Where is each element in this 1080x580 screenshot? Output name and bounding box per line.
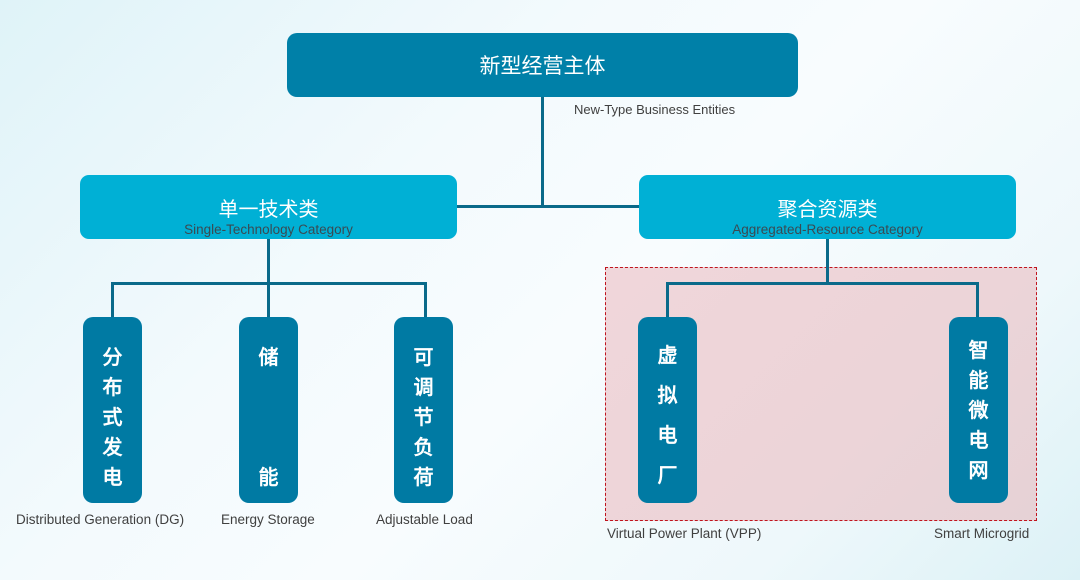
leaf-char: 能 (968, 368, 989, 392)
connector-load-down (424, 282, 427, 318)
leaf-char: 网 (968, 458, 989, 482)
connector-single-tech-down (267, 239, 270, 317)
leaf-virtual-power-plant: 虚 拟 电 厂 (638, 317, 697, 503)
leaf-char: 能 (258, 465, 279, 489)
leaf-char: 虚 (657, 343, 678, 367)
connector-vpp-down (666, 282, 669, 318)
leaf-char: 微 (968, 398, 989, 422)
leaf-char: 布 (102, 375, 123, 399)
category-title: 单一技术类 (218, 197, 319, 221)
category-title: 聚合资源类 (777, 197, 878, 221)
leaf-char: 厂 (657, 463, 678, 487)
leaf-char: 节 (413, 405, 434, 429)
leaf-char: 分 (102, 345, 123, 369)
leaf-energy-storage: 储 能 (239, 317, 298, 503)
leaf-label: Distributed Generation (DG) (16, 512, 185, 527)
leaf-smart-microgrid: 智 能 微 电 网 (949, 317, 1008, 503)
connector-root-down (541, 97, 544, 208)
leaf-char: 可 (413, 345, 434, 369)
root-node-title: 新型经营主体 (479, 54, 606, 78)
connector-single-tech-horizontal (111, 282, 427, 285)
connector-aggregated-down (826, 239, 829, 285)
connector-aggregated-horizontal (666, 282, 979, 285)
leaf-char: 发 (102, 435, 123, 459)
leaf-char: 电 (102, 465, 123, 489)
leaf-label: Energy Storage (221, 512, 315, 527)
leaf-char: 电 (968, 428, 989, 452)
connector-dg-down (111, 282, 114, 318)
leaf-label: Virtual Power Plant (VPP) (607, 526, 762, 541)
leaf-char: 电 (657, 423, 678, 447)
leaf-distributed-generation: 分 布 式 发 电 (83, 317, 142, 503)
leaf-label: Adjustable Load (376, 512, 473, 527)
leaf-char: 拟 (657, 383, 678, 407)
connector-category-horizontal (457, 205, 639, 208)
leaf-label: Smart Microgrid (934, 526, 1030, 541)
category-subtitle: Aggregated-Resource Category (732, 222, 923, 237)
category-single-technology: 单一技术类 Single-Technology Category (80, 175, 457, 239)
root-node-subtitle: New-Type Business Entities (574, 102, 736, 117)
leaf-char: 式 (102, 405, 123, 429)
connector-microgrid-down (976, 282, 979, 318)
leaf-char: 储 (258, 345, 279, 369)
category-aggregated-resource: 聚合资源类 Aggregated-Resource Category (639, 175, 1016, 239)
category-subtitle: Single-Technology Category (184, 222, 353, 237)
leaf-char: 负 (413, 435, 434, 459)
leaf-char: 荷 (413, 465, 434, 489)
leaf-char: 调 (413, 375, 434, 399)
leaf-char: 智 (968, 338, 989, 362)
leaf-adjustable-load: 可 调 节 负 荷 (394, 317, 453, 503)
root-node: 新型经营主体 (287, 33, 798, 97)
